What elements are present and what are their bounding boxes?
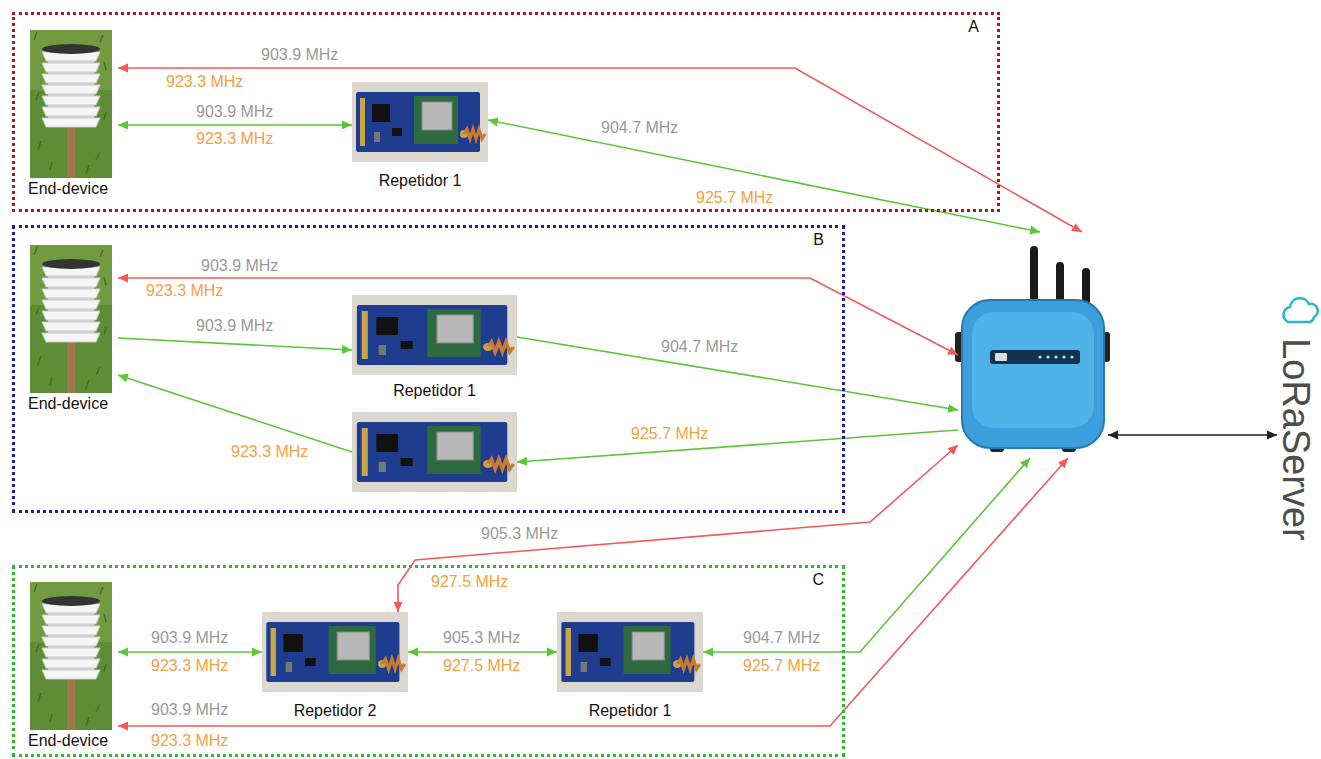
frequency-label: 925.7 MHz — [630, 425, 709, 443]
repeater-node: Repetidor 1 — [352, 82, 488, 190]
device-caption: End-device — [28, 180, 108, 198]
link-arrow — [517, 337, 958, 410]
end-device: End-device — [18, 245, 118, 413]
frequency-label: 923.3 MHz — [230, 443, 309, 461]
region-letter: C — [812, 571, 824, 589]
server-node: LoRaServer — [1277, 338, 1315, 541]
frequency-label: 903.9 MHz — [195, 317, 274, 335]
link-arrow — [118, 68, 1082, 232]
repeater-picture — [352, 412, 517, 492]
region-letter: A — [968, 18, 979, 36]
frequency-label: 905.3 MHz — [442, 629, 521, 647]
frequency-label: 923.3 MHz — [150, 732, 229, 750]
link-arrow — [118, 458, 1068, 726]
repeater-picture — [262, 612, 408, 692]
device-caption: Repetidor 1 — [589, 702, 672, 720]
link-arrow — [488, 120, 1040, 232]
repeater-picture — [557, 612, 703, 692]
frequency-label: 904.7 MHz — [742, 629, 821, 647]
frequency-label: 923.3 MHz — [195, 130, 274, 148]
repeater-picture — [352, 295, 517, 375]
repeater-picture — [352, 82, 488, 162]
server-name: LoRaServer — [1277, 338, 1315, 541]
link-arrow — [118, 278, 958, 355]
end-device: End-device — [18, 582, 118, 750]
link-arrow — [118, 124, 352, 126]
frequency-label: 927.5 MHz — [430, 573, 509, 591]
repeater-node: Repetidor 1 — [352, 295, 517, 400]
device-caption: End-device — [28, 395, 108, 413]
frequency-label: 903.9 MHz — [150, 629, 229, 647]
gateway-node — [958, 232, 1108, 458]
gateway-picture — [955, 246, 1110, 452]
frequency-label: 923.3 MHz — [165, 73, 244, 91]
repeater-node — [352, 412, 517, 492]
frequency-label: 903.9 MHz — [200, 257, 279, 275]
dashed-region: B End-device Repetidor 1 — [12, 225, 845, 513]
link-arrow — [118, 651, 262, 653]
link-arrow — [517, 430, 958, 462]
frequency-label: 903.9 MHz — [150, 701, 229, 719]
link-arrow — [398, 445, 958, 612]
frequency-label: 923.3 MHz — [145, 282, 224, 300]
device-caption: End-device — [28, 732, 108, 750]
dashed-region: C End-device Repetidor 2 Repetidor 1 — [12, 565, 845, 757]
frequency-label: 903.9 MHz — [195, 103, 274, 121]
sensor-picture — [30, 245, 112, 393]
end-device: End-device — [18, 30, 118, 198]
frequency-label: 904.7 MHz — [660, 338, 739, 356]
sensor-picture — [30, 30, 112, 178]
frequency-label: 903.9 MHz — [260, 46, 339, 64]
repeater-node: Repetidor 1 — [557, 612, 703, 720]
frequency-label: 905.3 MHz — [480, 525, 559, 543]
device-caption: Repetidor 1 — [379, 172, 462, 190]
frequency-label: 923.3 MHz — [150, 657, 229, 675]
link-arrow — [118, 338, 352, 350]
cloud-icon — [1284, 298, 1318, 322]
frequency-label: 925.7 MHz — [695, 189, 774, 207]
region-letter: B — [813, 231, 824, 249]
sensor-picture — [30, 582, 112, 730]
repeater-node: Repetidor 2 — [262, 612, 408, 720]
link-arrow — [118, 375, 352, 452]
frequency-label: 925.7 MHz — [742, 657, 821, 675]
device-caption: Repetidor 2 — [294, 702, 377, 720]
frequency-label: 927.5 MHz — [442, 657, 521, 675]
frequency-label: 904.7 MHz — [600, 119, 679, 137]
dashed-region: A End-device Repetidor 1 — [12, 12, 1000, 212]
device-caption: Repetidor 1 — [393, 382, 476, 400]
link-arrow — [1108, 434, 1277, 436]
link-arrow — [408, 651, 557, 653]
